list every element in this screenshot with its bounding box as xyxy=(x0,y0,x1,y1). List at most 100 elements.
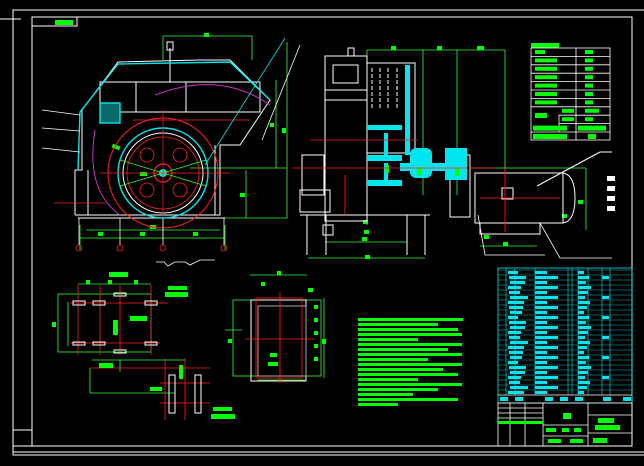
parts-list-cell xyxy=(578,311,584,314)
parameter-table-grid xyxy=(530,47,611,141)
parts-list-cell xyxy=(508,331,521,334)
parts-list-cell xyxy=(535,311,547,314)
note-line xyxy=(358,348,448,351)
parts-list-cell xyxy=(578,271,584,274)
parts-list-cell xyxy=(578,281,586,284)
hammer-rows xyxy=(371,68,398,110)
parts-list-grid xyxy=(497,267,633,404)
parts-list-cell xyxy=(510,356,522,359)
parts-list-cell xyxy=(535,351,547,354)
outer-border xyxy=(12,9,644,456)
drawing-number-box xyxy=(31,16,78,27)
parts-list-cell xyxy=(535,276,558,279)
parts-list-cell xyxy=(508,391,524,394)
parts-list-cell xyxy=(578,391,584,394)
parameter-value-cell xyxy=(585,92,593,96)
note-line xyxy=(358,393,413,396)
parts-list-cell xyxy=(535,361,547,364)
note-line xyxy=(358,368,443,371)
parts-list-cell xyxy=(578,361,586,364)
parts-list-header-cell xyxy=(623,397,631,401)
parts-list-header-cell xyxy=(560,397,568,401)
crusher-front-view xyxy=(292,46,612,259)
parts-list-cell xyxy=(578,291,588,294)
parts-list-cell xyxy=(509,351,523,354)
parts-list-cell xyxy=(578,301,590,304)
parameter-value-cell xyxy=(585,50,593,54)
parts-list-cell xyxy=(508,376,521,379)
parameter-value-cell xyxy=(578,125,606,131)
note-line xyxy=(358,403,398,406)
parts-list-cell xyxy=(508,301,524,304)
crusher-side-view xyxy=(41,33,301,267)
anchor-bolts xyxy=(75,218,228,267)
parameter-label-cell xyxy=(562,117,574,122)
parts-list-header-cell xyxy=(603,397,611,401)
parts-list-cell xyxy=(510,386,528,389)
parts-list-cell xyxy=(509,321,526,324)
parts-list-cell xyxy=(509,381,520,384)
parameter-table-title xyxy=(531,43,559,48)
parts-list-cell xyxy=(578,376,585,379)
parameter-label-cell xyxy=(535,100,557,105)
parameter-label-cell xyxy=(562,108,574,113)
parts-list-cell xyxy=(602,276,609,279)
parts-list-cell xyxy=(578,296,585,299)
note-line xyxy=(358,343,462,346)
feed-leader-line xyxy=(204,37,286,166)
note-line xyxy=(358,383,462,386)
inlet-section-view xyxy=(228,271,326,383)
parameter-label-cell xyxy=(535,50,545,54)
parts-list-header-cell xyxy=(515,397,523,401)
parts-list-cell xyxy=(508,286,521,289)
parameter-label-cell xyxy=(533,125,567,131)
sheet-frame xyxy=(0,9,644,456)
foundation-plan-view xyxy=(52,272,242,420)
parameter-value-cell xyxy=(585,117,593,122)
parts-list-cell xyxy=(510,296,528,299)
note-line xyxy=(358,328,458,331)
parts-list-cell xyxy=(509,336,520,339)
parameter-value-cell xyxy=(585,66,593,71)
parts-list-cell xyxy=(578,306,587,309)
parts-list-cell xyxy=(578,356,589,359)
parts-list-cell xyxy=(535,366,558,369)
parts-list-cell xyxy=(508,271,518,274)
parts-list-cell xyxy=(535,306,558,309)
parts-list-cell xyxy=(508,361,518,364)
parts-list-cell xyxy=(535,321,547,324)
note-line xyxy=(358,363,462,366)
parts-list-header-cell xyxy=(545,397,553,401)
front-housing xyxy=(299,47,612,255)
note-line xyxy=(358,398,458,401)
parts-list-cell xyxy=(578,276,589,279)
parts-list-cell xyxy=(578,366,591,369)
parts-list-cell xyxy=(602,336,609,339)
parts-list-cell xyxy=(510,341,528,344)
parameter-table-border xyxy=(530,47,611,141)
parts-list-cell xyxy=(578,386,587,389)
parts-list-cell xyxy=(602,296,609,299)
parts-list-header-cell xyxy=(500,397,508,401)
parts-list-cell xyxy=(535,356,558,359)
parts-list-cell xyxy=(602,316,609,319)
parts-list-cell xyxy=(535,331,547,334)
parts-list-cell xyxy=(535,376,558,379)
parts-list-cell xyxy=(578,336,585,339)
side-callouts xyxy=(607,176,615,211)
note-line xyxy=(358,373,458,376)
parts-list-cell xyxy=(535,281,547,284)
parts-list-cell xyxy=(535,286,558,289)
parameter-label-cell xyxy=(533,134,567,139)
parts-list-cell xyxy=(535,391,547,394)
parts-list-table xyxy=(497,267,633,404)
note-line xyxy=(358,318,463,321)
note-line xyxy=(358,353,462,356)
parts-list-cell xyxy=(509,276,526,279)
parameter-label-cell xyxy=(535,66,557,71)
parts-list-cell xyxy=(535,316,558,319)
coupling-marks xyxy=(385,165,459,176)
parts-list-cell xyxy=(578,346,587,349)
parameter-label-cell xyxy=(535,75,557,80)
